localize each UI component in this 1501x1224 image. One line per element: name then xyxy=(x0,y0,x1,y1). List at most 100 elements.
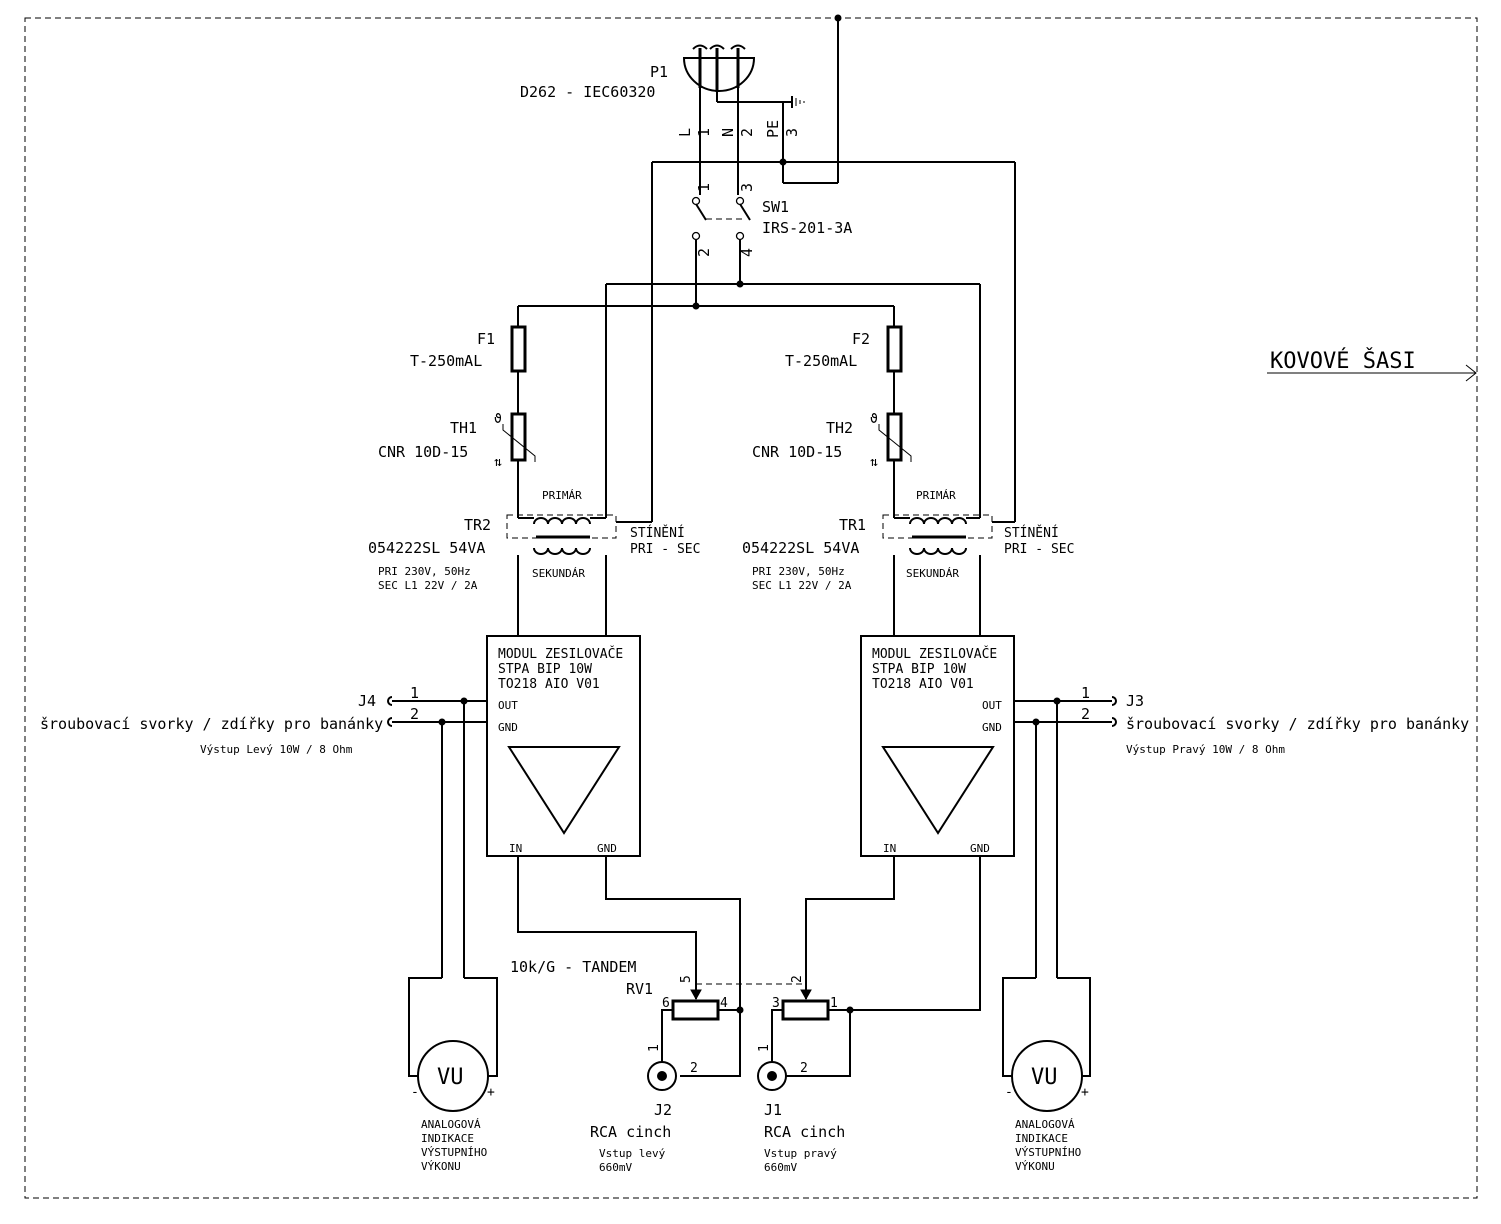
tr2-value: 054222SL 54VA xyxy=(368,539,485,557)
tr1-primary: PRIMÁR xyxy=(916,489,956,502)
tr1-spec-2: SEC L1 22V / 2A xyxy=(752,579,852,592)
earth-icon xyxy=(716,92,805,108)
vu-left-desc-4: VÝKONU xyxy=(421,1160,461,1173)
vu-left-desc-1: ANALOGOVÁ xyxy=(421,1118,481,1131)
rv1-left-resistor xyxy=(671,999,720,1021)
tr2-transformer xyxy=(506,514,652,555)
tr2-spec-1: PRI 230V, 50Hz xyxy=(378,565,471,578)
rv1-pin-6: 6 xyxy=(662,996,670,1011)
f2-ref: F2 xyxy=(852,330,870,348)
th2-symbol: ϑ xyxy=(870,412,878,427)
tr1-transformer xyxy=(882,514,1015,555)
f1-fuse xyxy=(510,325,527,373)
chassis-border xyxy=(24,17,1478,1199)
p1-pin-l: L xyxy=(676,128,694,137)
amp-right-line3: TO218 AIO V01 xyxy=(872,677,974,692)
p1-pin-pe: PE xyxy=(764,120,782,138)
p1-pin-1: 1 xyxy=(695,128,713,137)
amp-left-out: OUT xyxy=(498,699,518,712)
amp-right-line2: STPA BIP 10W xyxy=(872,662,966,677)
j3-desc: šroubovací svorky / zdířky pro banánky xyxy=(1126,715,1469,733)
th1-ref: TH1 xyxy=(450,419,477,437)
tr1-ref: TR1 xyxy=(839,516,866,534)
j1-pin-2: 2 xyxy=(800,1061,808,1076)
tr1-secondary: SEKUNDÁR xyxy=(906,567,959,580)
amp-left-line2: STPA BIP 10W xyxy=(498,662,592,677)
p1-ref: P1 xyxy=(650,63,668,81)
j4-terminal xyxy=(387,696,487,727)
rv1-pin-3: 3 xyxy=(772,996,780,1011)
p1-pin-2: 2 xyxy=(738,128,756,137)
rv1-pin-2: 2 xyxy=(790,975,805,983)
tr1-shield-1: STÍNĚNÍ xyxy=(1004,525,1059,541)
vu-right-minus: - xyxy=(1005,1085,1013,1100)
amp-right-module xyxy=(860,635,1015,857)
tr2-ref: TR2 xyxy=(464,516,491,534)
tr1-value: 054222SL 54VA xyxy=(742,539,859,557)
j1-rca-jack xyxy=(757,1061,787,1091)
th1-symbol: ϑ xyxy=(494,412,502,427)
amp-left-line3: TO218 AIO V01 xyxy=(498,677,600,692)
j2-pin-1: 1 xyxy=(647,1044,662,1052)
p1-value: D262 - IEC60320 xyxy=(520,83,655,101)
f1-ref: F1 xyxy=(477,330,495,348)
tr2-primary: PRIMÁR xyxy=(542,489,582,502)
tr2-secondary: SEKUNDÁR xyxy=(532,567,585,580)
vu-right-desc-3: VÝSTUPNÍHO xyxy=(1015,1146,1081,1159)
sw1-value: IRS-201-3A xyxy=(762,219,852,237)
th2-value: CNR 10D-15 xyxy=(752,443,842,461)
j2-desc-1: Vstup levý xyxy=(599,1147,666,1160)
j4-desc: šroubovací svorky / zdířky pro banánky xyxy=(40,715,383,733)
th2-arrows: ⇅ xyxy=(870,455,878,470)
j4-pin-1: 1 xyxy=(410,684,419,702)
tr2-spec-2: SEC L1 22V / 2A xyxy=(378,579,478,592)
j4-ref: J4 xyxy=(358,692,376,710)
j1-ref: J1 xyxy=(764,1101,782,1119)
amp-left-line1: MODUL ZESILOVAČE xyxy=(498,646,623,662)
j3-terminal xyxy=(1014,696,1117,727)
sw1-ref: SW1 xyxy=(762,198,789,216)
rv1-right-resistor xyxy=(781,999,830,1021)
f2-value: T-250mAL xyxy=(785,352,857,370)
j3-pin-1: 1 xyxy=(1081,684,1090,702)
rv1-pin-5: 5 xyxy=(679,975,694,983)
th2-thermistor xyxy=(886,412,903,462)
f1-value: T-250mAL xyxy=(410,352,482,370)
j4-note: Výstup Levý 10W / 8 Ohm xyxy=(200,743,353,756)
j3-ref: J3 xyxy=(1126,692,1144,710)
rv1-ref: RV1 xyxy=(626,980,653,998)
amp-right-line1: MODUL ZESILOVAČE xyxy=(872,646,997,662)
amp-right-gnd-bottom: GND xyxy=(970,842,990,855)
chassis-label: KOVOVÉ ŠASI xyxy=(1267,348,1477,382)
p1-inlet xyxy=(682,44,756,92)
th1-value: CNR 10D-15 xyxy=(378,443,468,461)
j1-desc-1: Vstup pravý xyxy=(764,1147,837,1160)
vu-right-label: VU xyxy=(1031,1065,1058,1090)
sw1-pin-3: 3 xyxy=(738,183,756,192)
j4-pin-2: 2 xyxy=(410,705,419,723)
th2-ref: TH2 xyxy=(826,419,853,437)
amp-right-gnd-top: GND xyxy=(982,721,1002,734)
tr1-shield-2: PRI - SEC xyxy=(1004,542,1074,557)
vu-left-desc-3: VÝSTUPNÍHO xyxy=(421,1146,487,1159)
rv1-value: 10k/G - TANDEM xyxy=(510,958,636,976)
j3-note: Výstup Pravý 10W / 8 Ohm xyxy=(1126,743,1285,756)
sw1-pin-4: 4 xyxy=(738,248,756,257)
sw1-pin-2: 2 xyxy=(695,248,713,257)
j1-desc-2: 660mV xyxy=(764,1161,797,1174)
th1-thermistor xyxy=(510,412,527,462)
amp-left-gnd-top: GND xyxy=(498,721,518,734)
vu-right-plus: + xyxy=(1081,1085,1089,1100)
amp-left-gnd-bottom: GND xyxy=(597,842,617,855)
j2-desc-2: 660mV xyxy=(599,1161,632,1174)
vu-left-plus: + xyxy=(487,1085,495,1100)
vu-right-desc-1: ANALOGOVÁ xyxy=(1015,1118,1075,1131)
p1-pin-3: 3 xyxy=(783,128,801,137)
tr2-shield-2: PRI - SEC xyxy=(630,542,700,557)
sw1-switch xyxy=(691,196,751,306)
j2-rca-jack xyxy=(647,1061,677,1091)
sw1-pin-1: 1 xyxy=(695,183,713,192)
amp-left-in: IN xyxy=(509,842,522,855)
tr2-shield-1: STÍNĚNÍ xyxy=(630,525,685,541)
